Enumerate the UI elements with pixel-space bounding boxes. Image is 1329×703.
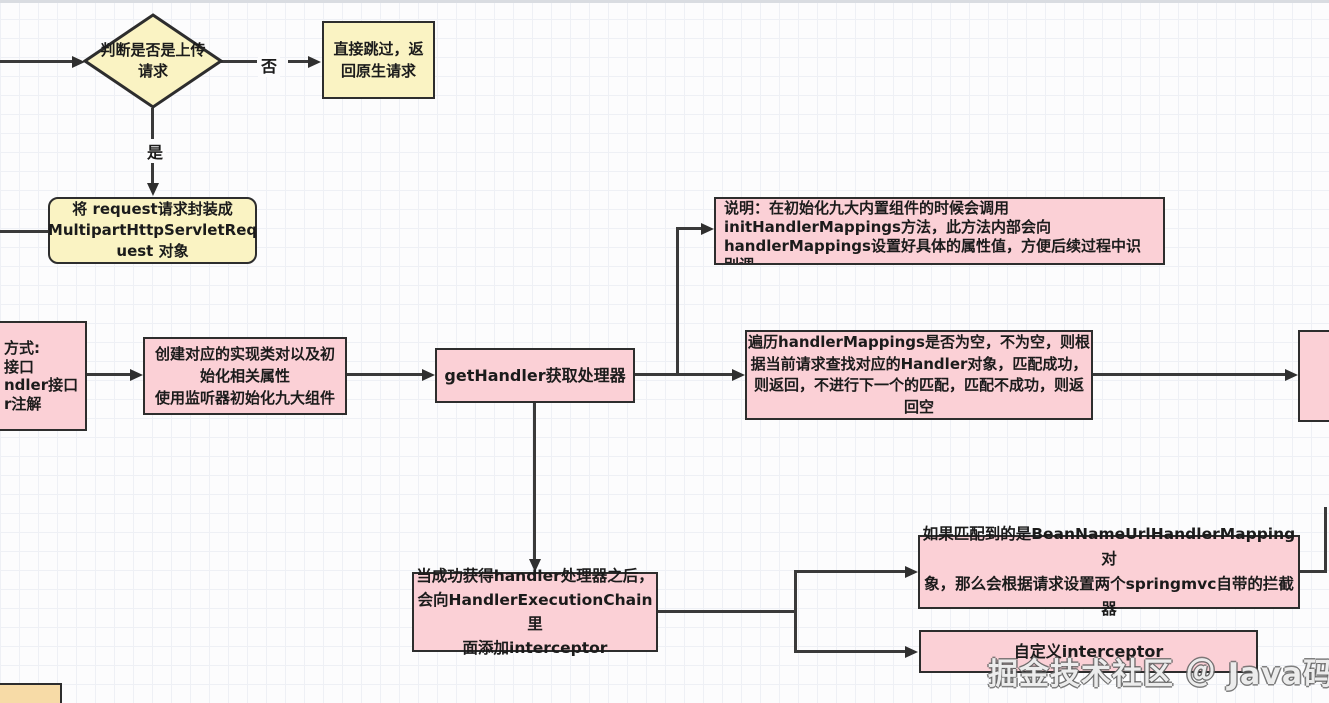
decision-diamond-label: 判断是否是上传 请求 [100, 41, 206, 80]
arrowhead-into-create [130, 368, 143, 381]
diamond-polygon [83, 13, 223, 109]
arrowhead-into-diamond [72, 55, 85, 68]
arrowhead-into-gethandler [422, 368, 435, 381]
node-bottomleft-partial [0, 683, 62, 703]
connector-addinterceptor-right [658, 610, 797, 613]
connector-gethandler-to-traverse [635, 373, 733, 376]
connector-branch-vertical [794, 570, 797, 653]
node-left-cut: 方式: 接口 ndler接口 r注解 [0, 321, 87, 431]
node-traverse-mappings: 遍历handlerMappings是否为空，不为空，则根 据当前请求查找对应的H… [745, 330, 1093, 420]
node-skip-return: 直接跳过，返 回原生请求 [322, 21, 435, 99]
arrowhead-into-custominterceptor [905, 645, 918, 658]
arrowhead-into-wrapbox [146, 183, 159, 196]
node-note-init: 说明：在初始化九大内置组件的时候会调用 initHandlerMappings方… [714, 197, 1165, 265]
connector-diamond-down-1 [151, 108, 154, 140]
arrowhead-into-addinterceptor [528, 559, 541, 572]
top-edge-strip [0, 0, 1329, 3]
node-wrap-request: 将 request请求封装成 MultipartHttpServletReq u… [48, 197, 257, 264]
node-right-partial [1298, 330, 1329, 422]
node-beanname-mapping: 如果匹配到的是BeanNameUrlHandlerMapping对 象，那么会根… [918, 525, 1300, 618]
connector-diamond-down-2 [151, 160, 154, 184]
decision-diamond-shape [83, 13, 223, 109]
connector-beanname-right [1300, 570, 1327, 573]
connector-up-to-note [676, 228, 679, 375]
edge-label-yes: 是 [144, 139, 167, 163]
connector-left-to-wrapbox [0, 230, 48, 233]
connector-cutbox-to-create [87, 373, 132, 376]
node-get-handler: getHandler获取处理器 [435, 348, 635, 403]
connector-into-note [676, 227, 702, 230]
connector-gethandler-down [533, 403, 536, 561]
arrowhead-into-rightbox [1285, 368, 1298, 381]
node-add-interceptor: 当成功获得handler处理器之后， 会向HandlerExecutionCha… [412, 567, 658, 657]
arrowhead-into-beanname [905, 565, 918, 578]
arrowhead-into-skipbox [308, 55, 321, 68]
node-custom-interceptor: 自定义interceptor [919, 630, 1258, 673]
edge-label-no: 否 [258, 53, 281, 77]
connector-diamond-to-no [221, 60, 257, 63]
watermark-text: 掘金技术社区 ＠ Java码农田 [988, 657, 1329, 692]
connector-left-to-diamond [0, 60, 74, 63]
connector-branch-top [794, 570, 906, 573]
connector-beanname-up [1324, 507, 1327, 573]
node-create-impl: 创建对应的实现类对以及初 始化相关属性 使用监听器初始化九大组件 [143, 337, 347, 415]
connector-traverse-to-rightbox [1093, 373, 1286, 376]
connector-create-to-gethandler [347, 373, 423, 376]
connector-branch-bottom [794, 650, 906, 653]
connector-no-to-skipbox [288, 60, 310, 63]
arrowhead-into-traverse [732, 368, 745, 381]
arrowhead-into-note [701, 222, 714, 235]
